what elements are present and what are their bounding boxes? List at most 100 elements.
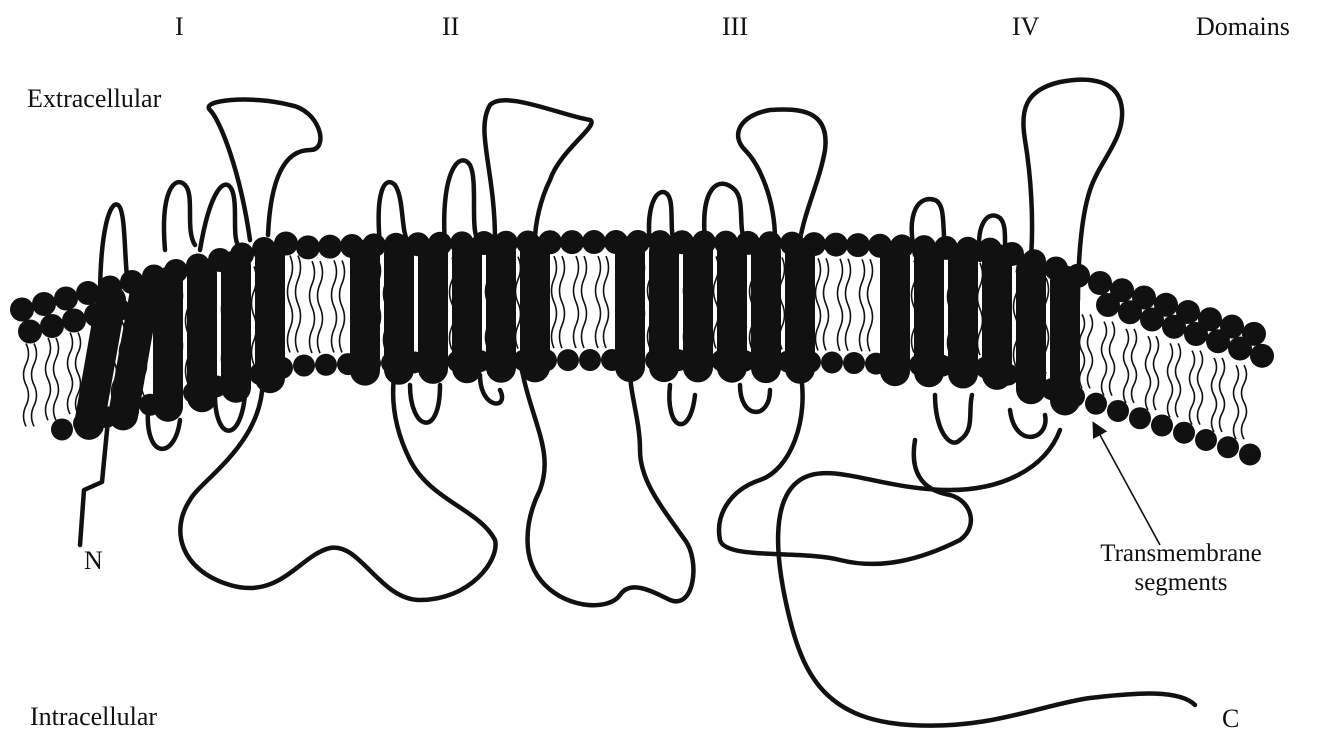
- helix-segment: [1050, 265, 1080, 415]
- lipid-tail: [1110, 322, 1115, 396]
- lipid-head: [1242, 322, 1266, 346]
- lipid-head: [1198, 307, 1222, 331]
- lipid-tail: [318, 261, 323, 353]
- lipid-head: [1239, 444, 1261, 466]
- lipid-tail: [24, 344, 29, 427]
- chain-loop: [180, 370, 495, 600]
- annotation-pointer: [1094, 424, 1160, 545]
- lipid-head: [1220, 315, 1244, 339]
- lipid-tail: [1242, 365, 1247, 439]
- lipid-head: [824, 233, 848, 257]
- transmembrane-segments-label: Transmembrane segments: [1098, 540, 1264, 598]
- lipid-head: [1088, 271, 1112, 295]
- lipid-head: [1154, 293, 1178, 317]
- lipid-head: [557, 349, 579, 371]
- lipid-head: [1107, 400, 1129, 422]
- helix-segment: [982, 244, 1012, 390]
- helix-segment: [153, 267, 183, 422]
- lipid-head: [296, 235, 320, 259]
- lipid-head: [40, 314, 64, 338]
- chain-loop: [484, 100, 591, 240]
- lipid-tail: [1212, 358, 1217, 432]
- lipid-tail: [1124, 329, 1129, 403]
- lipid-tail: [1154, 336, 1159, 410]
- domain-label-iii: III: [722, 12, 748, 42]
- chain-loop: [209, 100, 321, 240]
- lipid-head: [315, 354, 337, 376]
- lipid-head: [318, 235, 342, 259]
- transmembrane-label-line2: segments: [1098, 569, 1264, 598]
- chain-loop: [740, 385, 770, 412]
- c-terminus-label: C: [1222, 704, 1239, 734]
- lipid-tail: [846, 259, 851, 351]
- lipid-head: [54, 287, 78, 311]
- lipid-tail: [332, 260, 337, 352]
- lipid-head: [293, 355, 315, 377]
- lipid-tail: [1088, 314, 1093, 388]
- lipid-tail: [552, 256, 557, 348]
- lipid-head: [843, 352, 865, 374]
- lipid-head: [846, 233, 870, 257]
- lipid-tail: [1234, 365, 1239, 439]
- helix-segment: [1016, 254, 1046, 404]
- lipid-tail: [1080, 314, 1085, 388]
- helix-segment: [649, 236, 679, 382]
- lipid-tail: [824, 258, 829, 350]
- lipid-tail: [1190, 351, 1195, 425]
- lipid-tail: [288, 256, 293, 353]
- lipid-tail: [54, 338, 59, 420]
- lipid-head: [1110, 278, 1134, 302]
- lipid-tail: [816, 258, 821, 350]
- helix-segment: [948, 243, 978, 389]
- lipid-tail: [1220, 358, 1225, 432]
- helix-segment: [717, 237, 747, 383]
- domain-label-ii: II: [442, 12, 459, 42]
- lipid-head: [560, 230, 584, 254]
- lipid-head: [1173, 422, 1195, 444]
- extracellular-label: Extracellular: [27, 84, 161, 114]
- lipid-head: [1195, 429, 1217, 451]
- lipid-tail: [604, 256, 609, 348]
- lipid-head: [10, 298, 34, 322]
- lipid-head: [1132, 286, 1156, 310]
- lipid-head: [1217, 436, 1239, 458]
- lipid-tail: [582, 256, 587, 348]
- lipid-tail: [574, 256, 579, 348]
- domains-heading: Domains: [1196, 12, 1290, 42]
- lipid-head: [32, 292, 56, 316]
- chain-loop: [935, 395, 972, 443]
- lipid-tail: [68, 333, 73, 415]
- lipid-tail: [340, 260, 345, 352]
- lipid-head: [18, 320, 42, 344]
- chain-loop: [410, 385, 440, 423]
- lipid-tail: [868, 259, 873, 351]
- lipid-head: [1151, 414, 1173, 436]
- lipid-tail: [596, 256, 601, 348]
- lipid-head: [51, 418, 73, 440]
- helix-segment: [880, 240, 910, 386]
- chain-loop: [164, 182, 195, 250]
- lipid-tail: [516, 257, 521, 349]
- lipid-head: [62, 309, 86, 333]
- helix-segment: [384, 239, 414, 385]
- lipid-tail: [1132, 329, 1137, 403]
- lipid-tail: [310, 261, 315, 353]
- lipid-tail: [1146, 336, 1151, 410]
- lipid-head: [1085, 393, 1107, 415]
- helix-segment: [187, 259, 217, 413]
- lipid-tail: [978, 263, 983, 355]
- lipid-tail: [296, 256, 301, 353]
- helix-segment: [914, 241, 944, 387]
- helix-segment: [221, 250, 251, 403]
- domain-label-i: I: [175, 12, 184, 42]
- intracellular-label: Intracellular: [30, 702, 157, 732]
- helix-segment: [452, 237, 482, 383]
- helix-segment: [486, 237, 516, 383]
- chain-loop: [669, 385, 695, 424]
- helix-segment: [418, 238, 448, 384]
- lipid-tail: [1176, 343, 1181, 417]
- helix-segment: [751, 237, 781, 383]
- transmembrane-label-line1: Transmembrane: [1098, 540, 1264, 569]
- helix-segment: [350, 240, 380, 386]
